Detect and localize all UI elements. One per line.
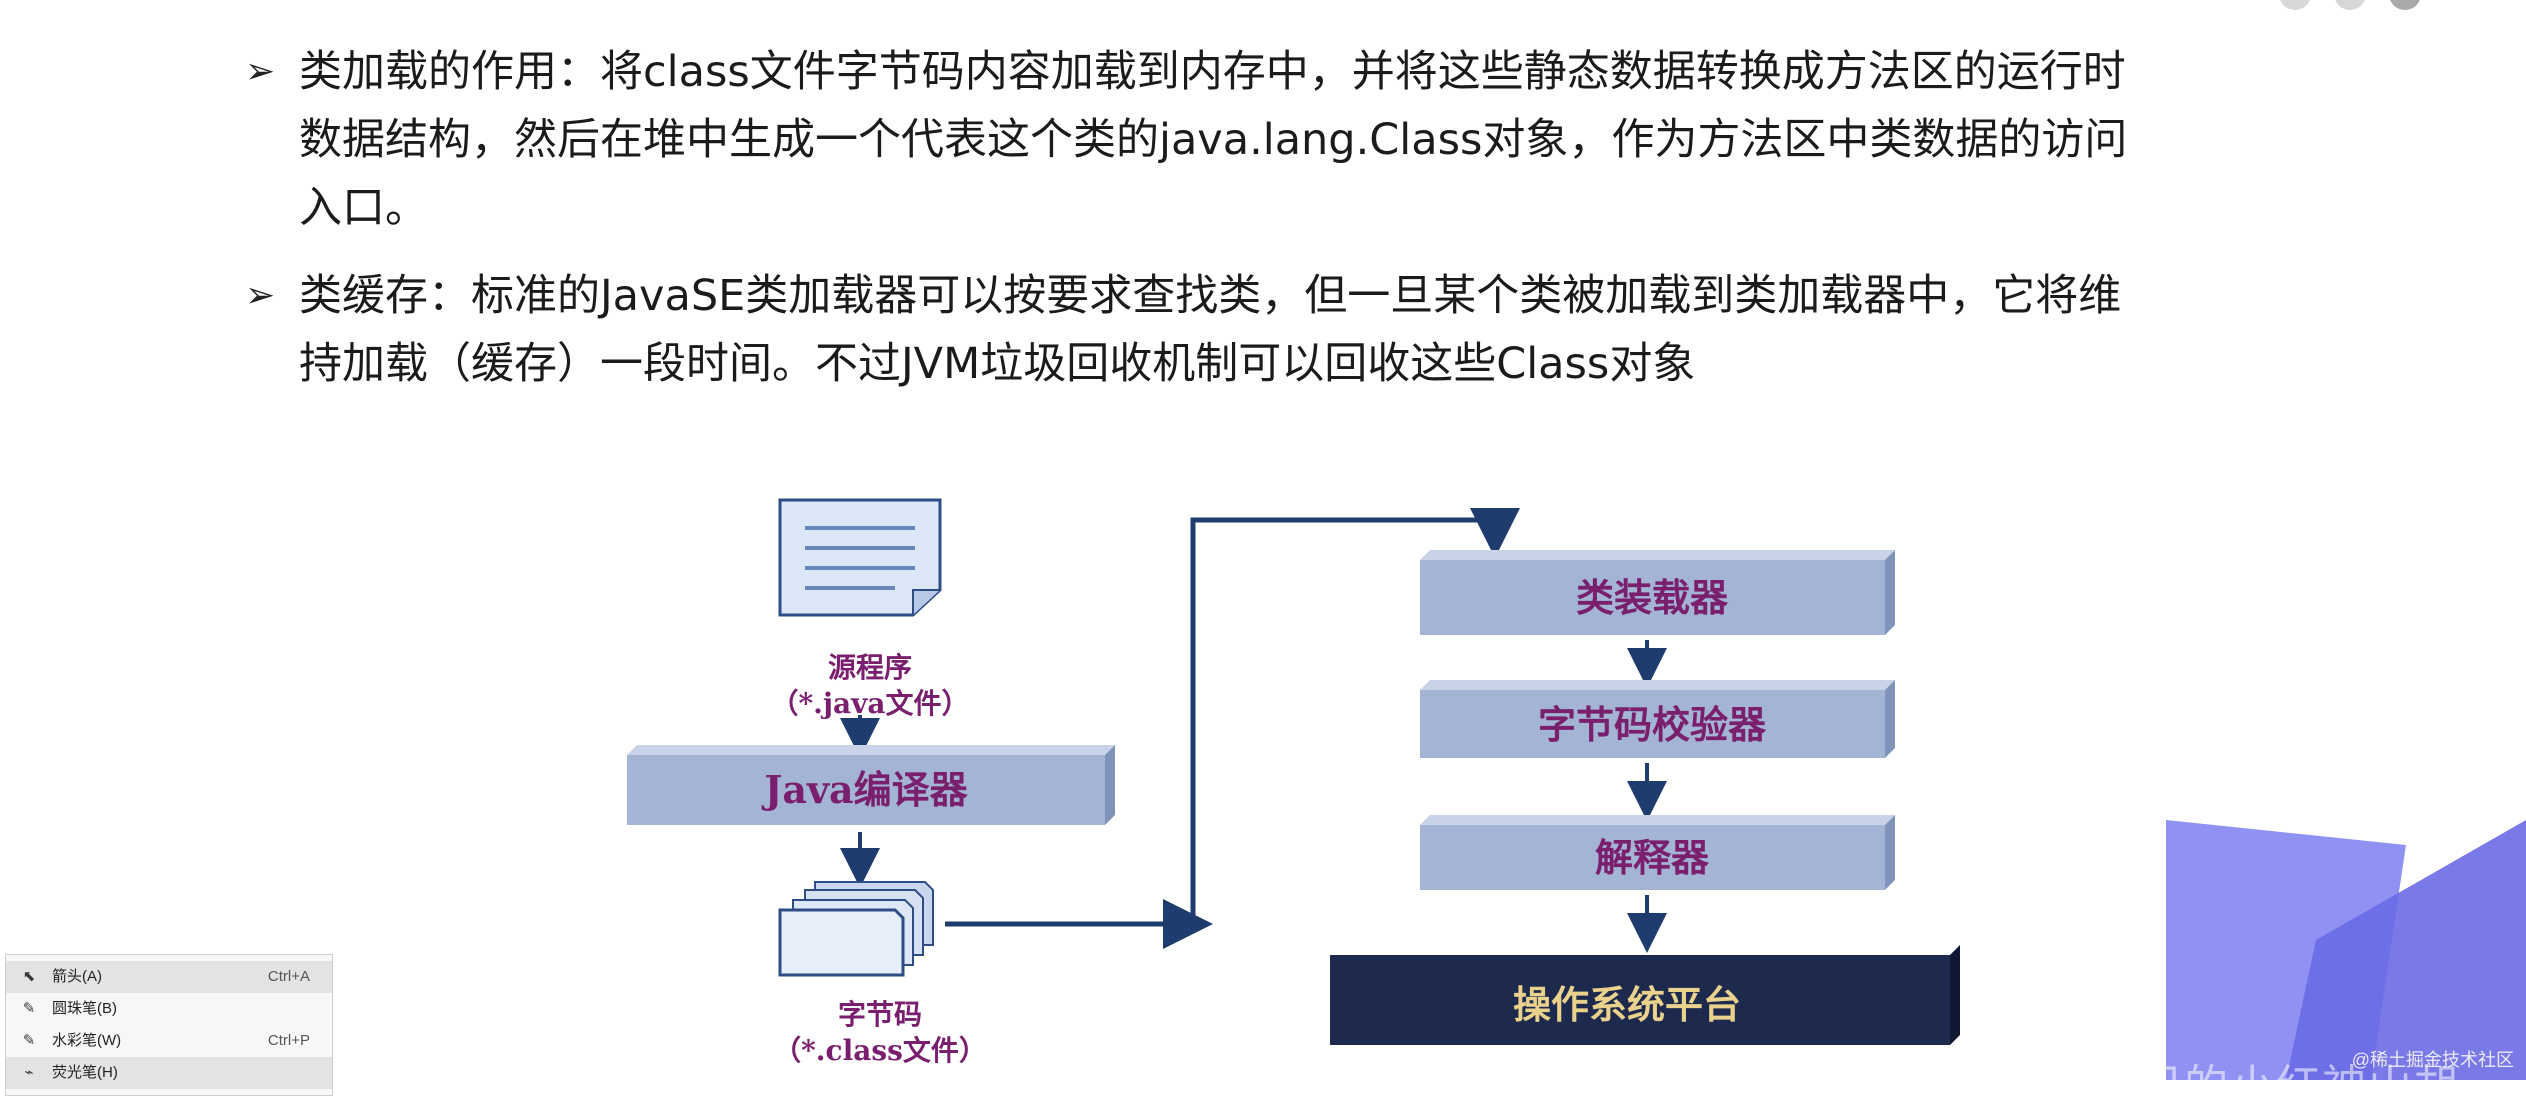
bullet-arrow-icon: ➢	[245, 275, 276, 316]
felt-pen-icon: ✎	[22, 1032, 36, 1049]
menu-item-label: 荧光笔(H)	[52, 1064, 118, 1081]
menu-item-shortcut: Ctrl+A	[267, 968, 310, 985]
jvm-flow-diagram: Java编译器 类装载器 字节码校验器	[615, 480, 1995, 1080]
window-dot-close[interactable]	[2389, 0, 2421, 10]
bytecode-files-icon	[778, 881, 934, 977]
arrow-cursor-icon: ⬉	[22, 968, 36, 985]
compiler-label: Java编译器	[761, 767, 968, 812]
source-file-icon	[778, 498, 942, 617]
source-program-sub: （*.java文件）	[770, 687, 970, 720]
menu-item-shortcut: Ctrl+P	[267, 1032, 310, 1049]
menu-item-highlighter[interactable]: ⌁ 荧光笔(H)	[6, 1057, 332, 1089]
annotation-context-menu: ⬉ 箭头(A) Ctrl+A ✎ 圆珠笔(B) ✎ 水彩笔(W) Ctrl+P …	[5, 954, 333, 1096]
bytecode-sub: （*.class文件）	[773, 1034, 987, 1067]
bullet-class-cache: ➢ 类缓存：标准的JavaSE类加载器可以按要求查找类，但一旦某个类被加载到类加…	[245, 262, 2395, 398]
source-program-label: 源程序 （*.java文件）	[745, 650, 995, 722]
menu-item-label: 圆珠笔(B)	[52, 1000, 117, 1017]
window-dot-minimize[interactable]	[2278, 0, 2311, 10]
bullet-class-loading: ➢ 类加载的作用：将class文件字节码内容加载到内存中，并将这些静态数据转换成…	[245, 38, 2395, 242]
bullet-arrow-icon: ➢	[245, 51, 276, 92]
source-program-title: 源程序	[827, 651, 912, 684]
bullet-line: 类加载的作用：将class文件字节码内容加载到内存中，并将这些静态数据转换成方法…	[299, 47, 2126, 97]
menu-item-label: 水彩笔(W)	[52, 1032, 122, 1049]
decorative-shapes	[2166, 820, 2526, 1080]
bytecode-label: 字节码 （*.class文件）	[750, 997, 1010, 1069]
menu-item-felt-pen[interactable]: ✎ 水彩笔(W) Ctrl+P	[6, 1025, 332, 1057]
verifier-label: 字节码校验器	[1538, 702, 1767, 747]
bullet-line: 入口。	[299, 183, 428, 233]
os-platform-box: 操作系统平台	[1330, 945, 1960, 1045]
window-controls	[2261, 0, 2421, 14]
bullet-line: 类缓存：标准的JavaSE类加载器可以按要求查找类，但一旦某个类被加载到类加载器…	[299, 271, 2122, 321]
connector-up	[1190, 508, 1520, 924]
window-dot-maximize[interactable]	[2333, 0, 2366, 10]
bullet-line: 持加载（缓存）一段时间。不过JVM垃圾回收机制可以回收这些Class对象	[299, 339, 1696, 389]
bytecode-title: 字节码	[837, 998, 922, 1031]
highlighter-icon: ⌁	[24, 1064, 34, 1081]
bullet-line: 数据结构，然后在堆中生成一个代表这个类的java.lang.Class对象，作为…	[299, 115, 2128, 165]
ballpoint-pen-icon: ✎	[22, 1000, 36, 1017]
decorative-corner	[2166, 820, 2526, 1080]
compiler-box: Java编译器	[627, 745, 1115, 825]
interpreter-label: 解释器	[1595, 835, 1710, 880]
diagram-svg: Java编译器 类装载器 字节码校验器	[627, 498, 1960, 1045]
slide-bullets: ➢ 类加载的作用：将class文件字节码内容加载到内存中，并将这些静态数据转换成…	[245, 38, 2395, 418]
interpreter-box: 解释器	[1420, 815, 1895, 890]
menu-item-label: 箭头(A)	[52, 968, 102, 985]
class-loader-box: 类装载器	[1420, 550, 1895, 635]
menu-item-arrow[interactable]: ⬉ 箭头(A) Ctrl+A	[6, 961, 332, 993]
os-platform-label: 操作系统平台	[1513, 982, 1741, 1027]
menu-item-ballpoint-pen[interactable]: ✎ 圆珠笔(B)	[6, 993, 332, 1025]
verifier-box: 字节码校验器	[1420, 680, 1895, 758]
credit-text: @稀土掘金技术社区	[2351, 1050, 2514, 1070]
class-loader-label: 类装载器	[1576, 575, 1729, 620]
